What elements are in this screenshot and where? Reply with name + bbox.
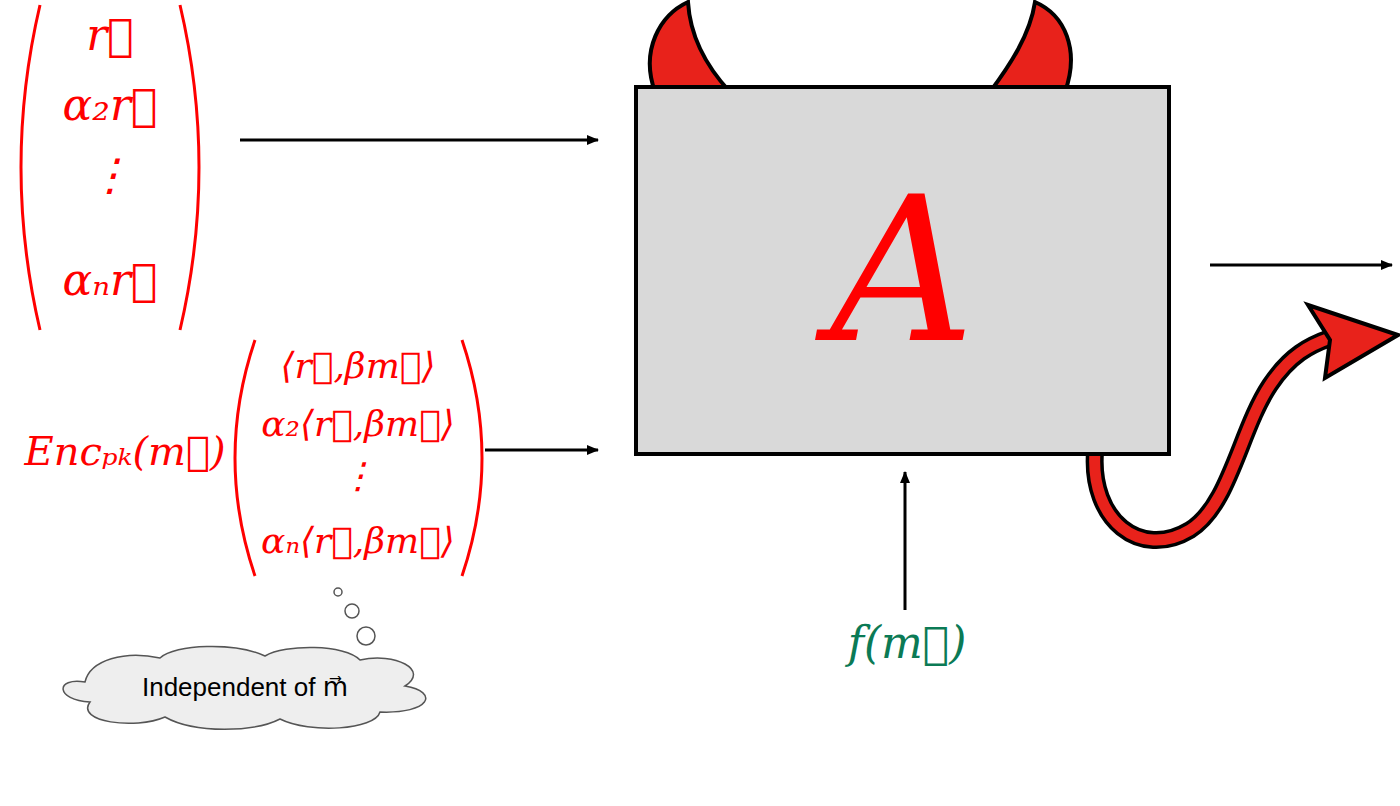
paren bbox=[235, 340, 255, 576]
math-label: ⟨r⃗,βm⃗⟩ bbox=[281, 345, 436, 386]
adversary-box: A bbox=[638, 89, 1167, 452]
horn bbox=[650, 2, 730, 92]
math-label: ⋮ bbox=[340, 455, 376, 496]
math-label: r⃗ bbox=[86, 10, 133, 61]
tail-tip bbox=[1308, 305, 1398, 378]
thought-bubble bbox=[357, 627, 375, 645]
thought-text: Independent of m⃗ bbox=[142, 674, 348, 700]
math-label: ⋮ bbox=[88, 150, 132, 201]
math-label: α₂⟨r⃗,βm⃗⟩ bbox=[261, 403, 455, 444]
thought-bubble bbox=[345, 604, 359, 618]
horn bbox=[990, 2, 1071, 92]
math-label: αₙ⟨r⃗,βm⃗⟩ bbox=[261, 520, 455, 561]
function-label: f(m⃗) bbox=[848, 618, 967, 669]
math-label: Encₚₖ(m⃗) bbox=[24, 428, 225, 474]
adversary-symbol: A bbox=[830, 171, 974, 371]
paren bbox=[180, 5, 199, 330]
paren bbox=[462, 340, 482, 576]
math-label: α₂r⃗ bbox=[63, 80, 158, 131]
adversary-box-outline bbox=[636, 87, 1169, 454]
paren bbox=[21, 5, 40, 330]
math-label: αₙr⃗ bbox=[63, 255, 158, 306]
input-arrow bbox=[904, 472, 907, 610]
thought-cloud: Independent of m⃗ bbox=[45, 642, 445, 732]
input-arrow bbox=[240, 139, 598, 142]
input-arrow bbox=[485, 449, 598, 452]
thought-bubble bbox=[334, 588, 342, 596]
output-arrow bbox=[1210, 264, 1392, 267]
